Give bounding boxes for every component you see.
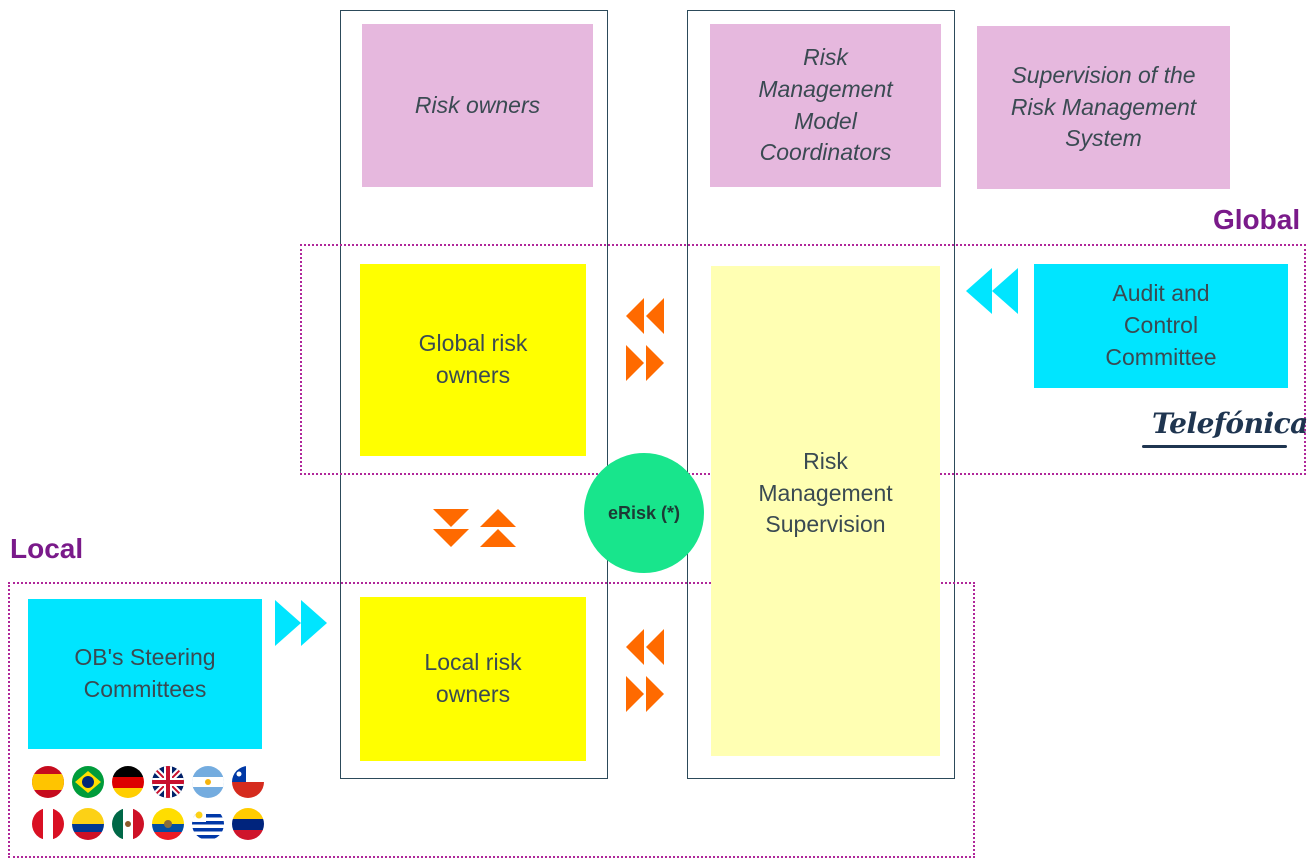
audit-control-committee-text: Audit and Control Committee: [1105, 280, 1217, 370]
double-arrow-up-icon: [480, 509, 516, 547]
flag-ecuador-icon: [152, 808, 184, 840]
double-arrow-down-icon: [433, 509, 469, 547]
flag-spain-icon: [32, 766, 64, 798]
flag-germany-icon: [112, 766, 144, 798]
risk-owners-header: Risk owners: [362, 24, 593, 187]
audit-control-committee-box: Audit and Control Committee: [1034, 264, 1288, 388]
ob-steering-committees-box: OB's Steering Committees: [28, 599, 262, 749]
risk-management-supervision-text: Risk Management Supervision: [758, 448, 893, 538]
flag-argentina-icon: [192, 766, 224, 798]
flag-uruguay-icon: [192, 808, 224, 840]
telefonica-logo-swoosh: [1142, 445, 1287, 448]
global-risk-owners-text: Global risk owners: [418, 330, 528, 388]
risk-owners-column-frame: [340, 10, 608, 779]
coordinators-column-frame: [687, 10, 955, 779]
local-risk-owners-box: Local risk owners: [360, 597, 586, 761]
cyan-double-arrow-left-icon: [966, 268, 1018, 314]
ob-steering-committees-text: OB's Steering Committees: [74, 644, 216, 702]
flag-united-kingdom-icon: [152, 766, 184, 798]
double-arrow-left-icon: [626, 629, 664, 665]
risk-management-supervision-box: Risk Management Supervision: [711, 266, 940, 756]
flag-mexico-icon: [112, 808, 144, 840]
supervision-header: Supervision of the Risk Management Syste…: [977, 26, 1230, 189]
rmm-coordinators-header: Risk Management Model Coordinators: [710, 24, 941, 187]
flag-peru-icon: [32, 808, 64, 840]
risk-owners-header-text: Risk owners: [414, 91, 541, 118]
double-arrow-right-icon: [626, 676, 664, 712]
flag-brazil-icon: [72, 766, 104, 798]
erisk-circle: eRisk (*): [584, 453, 704, 573]
double-arrow-left-icon: [626, 298, 664, 334]
double-arrow-right-icon: [626, 345, 664, 381]
cyan-double-arrow-right-icon: [275, 600, 327, 646]
local-region: [8, 582, 975, 858]
local-label: Local: [10, 533, 84, 564]
supervision-header-text: Supervision of the Risk Management Syste…: [1010, 61, 1197, 152]
telefonica-logo-text: Telefónica: [1152, 407, 1308, 440]
flag-chile-icon: [232, 766, 264, 798]
global-label: Global: [1213, 204, 1301, 235]
erisk-label: eRisk (*): [607, 502, 681, 523]
rmm-coordinators-header-text: Risk Management Model Coordinators: [758, 44, 893, 166]
telefonica-logo: Telefónica: [1142, 405, 1308, 451]
local-risk-owners-text: Local risk owners: [424, 649, 522, 707]
flag-colombia-icon: [72, 808, 104, 840]
flag-venezuela-icon: [232, 808, 264, 840]
global-risk-owners-box: Global risk owners: [360, 264, 586, 456]
